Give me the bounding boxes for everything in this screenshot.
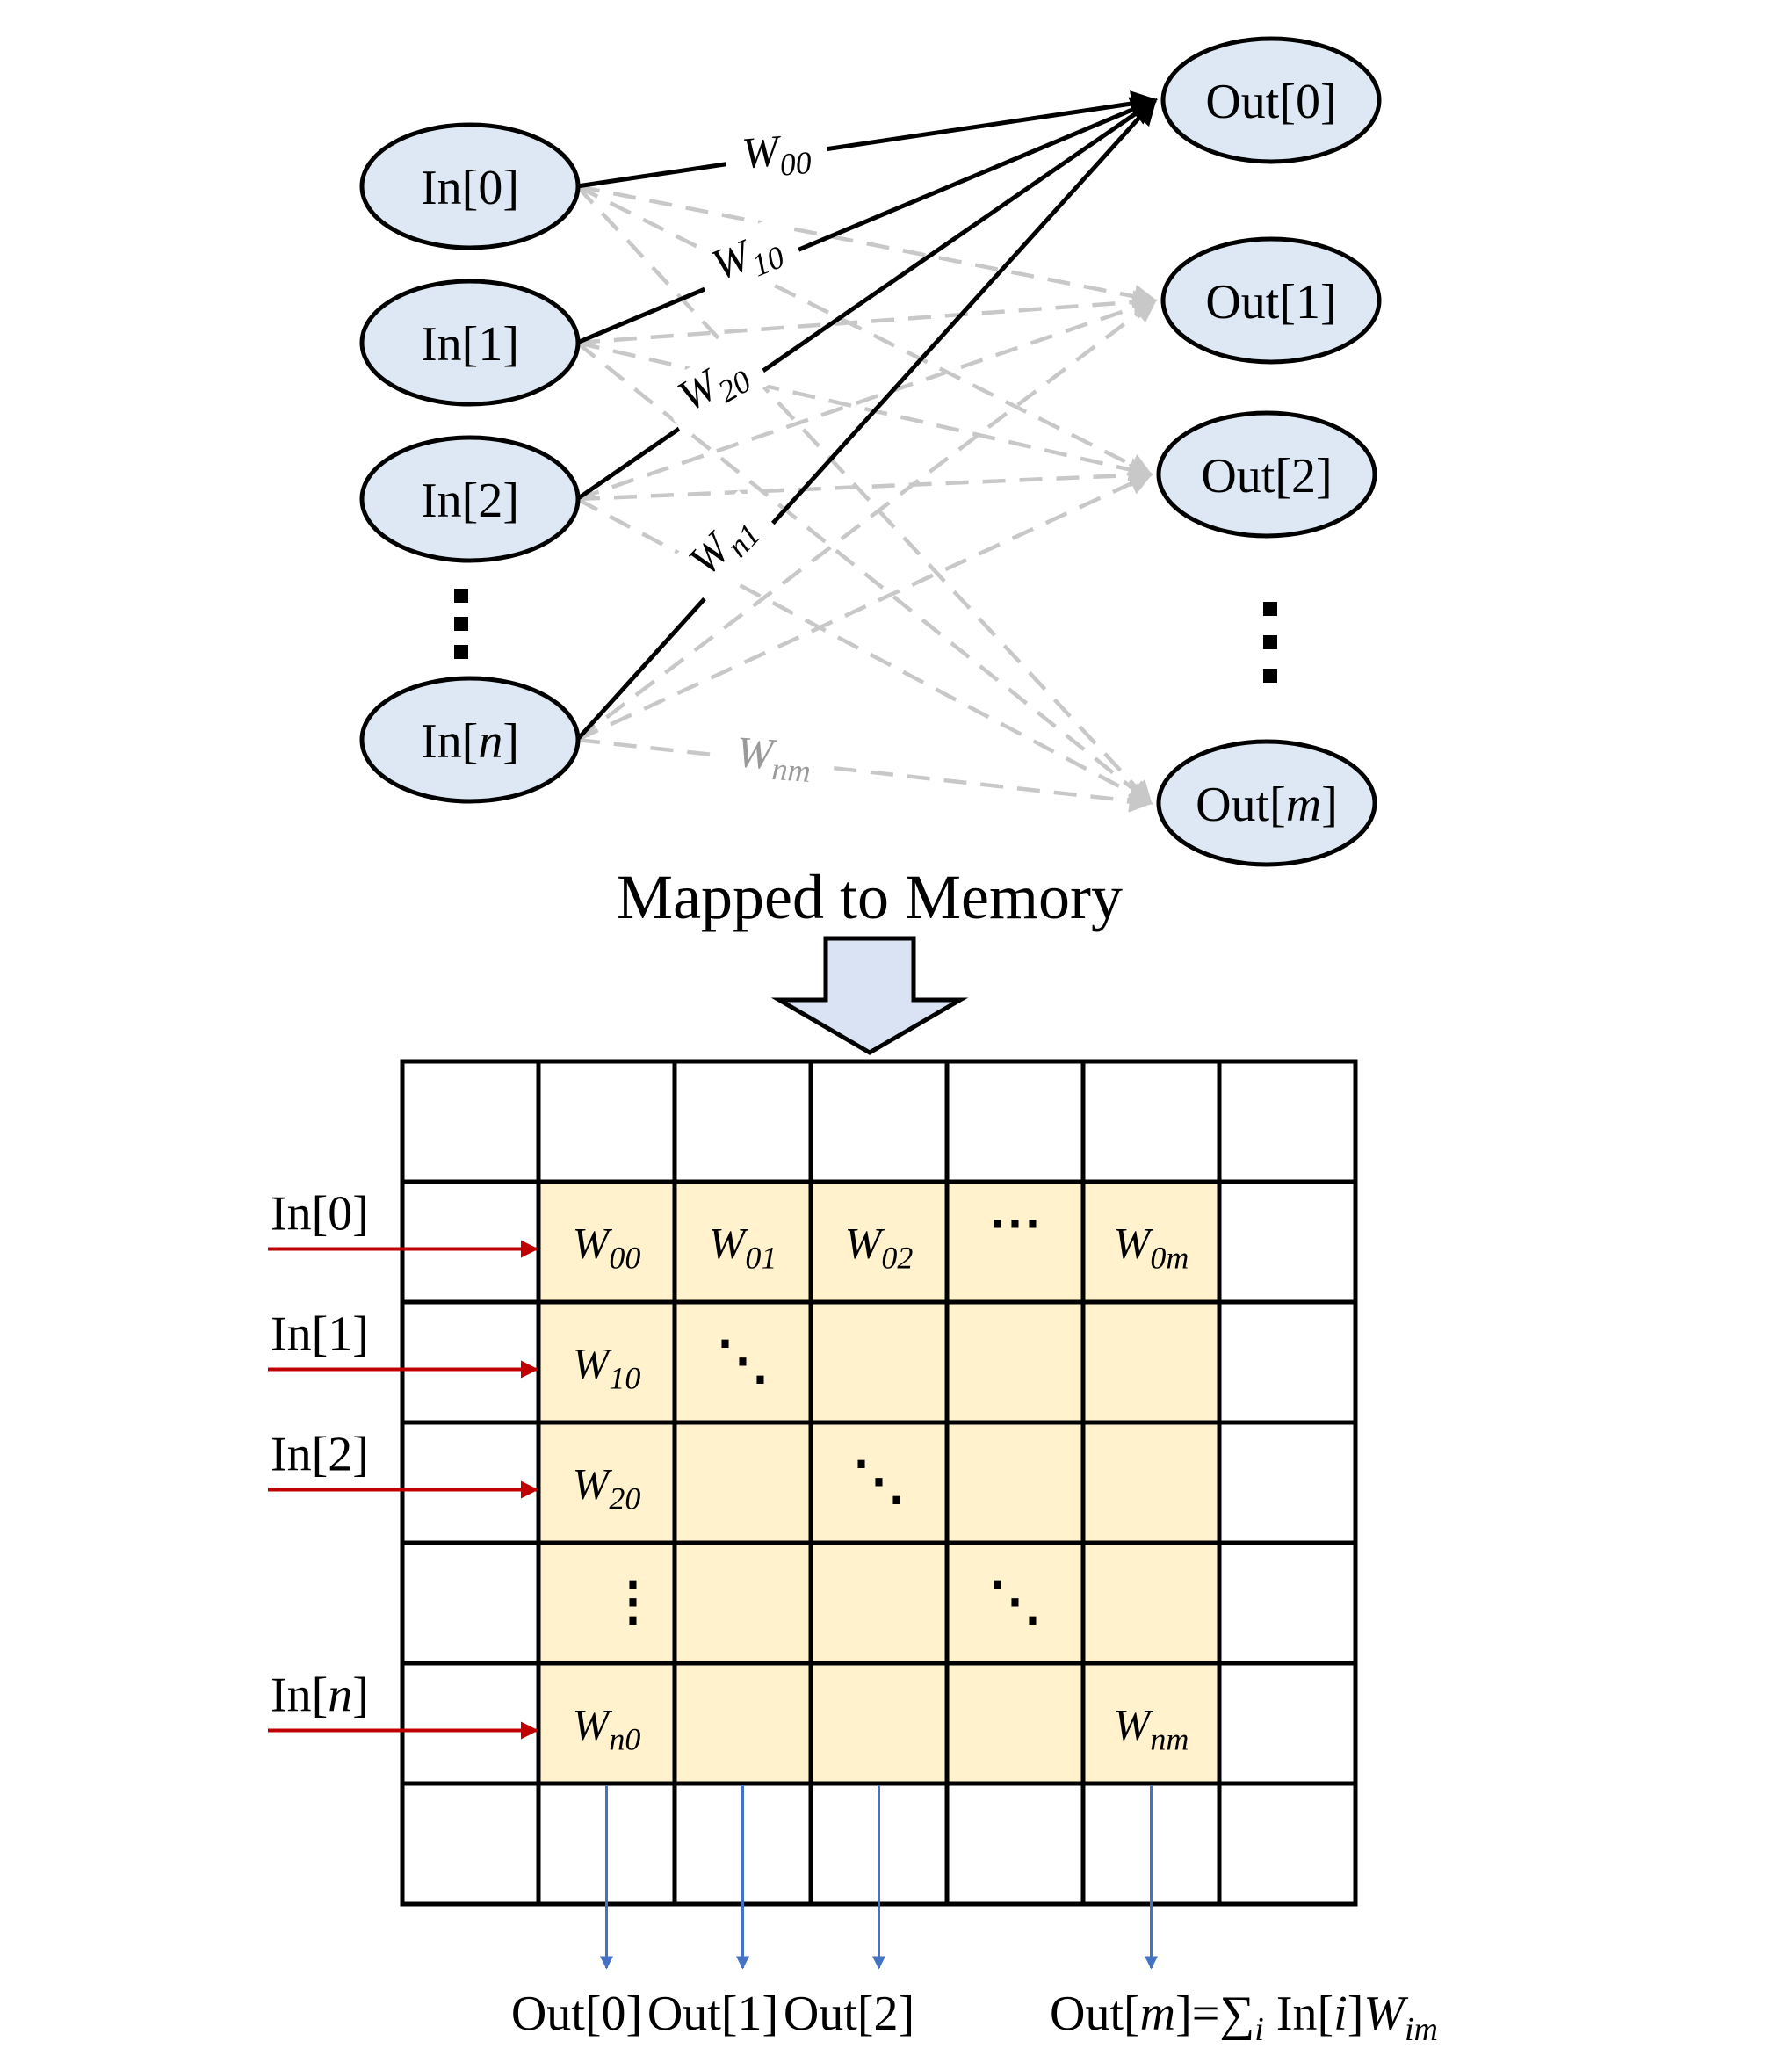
edge-solid-in2-out0	[575, 98, 1158, 502]
cell-w00: W00	[573, 1219, 641, 1276]
output-node-m: Out[m]	[1156, 739, 1377, 867]
dashed-connections	[575, 184, 1158, 813]
weight-label-10: W10	[689, 213, 805, 302]
memory-grid	[400, 1059, 1358, 1907]
output-node-label: Out[0]	[1205, 75, 1336, 129]
caption-mapped-to-memory: Mapped to Memory	[617, 862, 1123, 932]
column-output-arrows: Out[0]Out[1]Out[2] Out[m]=∑i In[i]Wim	[511, 1785, 1438, 2048]
memory-cell-r0-c6	[1217, 1059, 1358, 1184]
cell-w20: W20	[573, 1459, 641, 1516]
edge-dashed-in3-out1	[575, 299, 1158, 742]
row-input-label-n: In[n]	[271, 1668, 369, 1723]
memory-cell-r0-c5	[1080, 1059, 1222, 1184]
weight-label-n1: Wn1	[668, 489, 778, 602]
cell-w02: W02	[845, 1219, 914, 1276]
input-node-label: In[1]	[421, 317, 519, 372]
weight-label-nm: Wnm	[720, 727, 827, 789]
edge-solid-in3-out0	[575, 98, 1158, 742]
cell-ellipsis: ⋯	[989, 1194, 1042, 1252]
weight-label-00: W00	[723, 122, 830, 186]
edge-dashed-in0-out1	[576, 184, 1158, 308]
edge-dashed-in0-out2	[575, 184, 1153, 477]
input-ellipsis	[454, 589, 468, 659]
edge-dashed-in3-out2	[576, 472, 1153, 742]
edge-dashed-in2-out1	[576, 296, 1158, 502]
output-node-2: Out[2]	[1156, 410, 1377, 539]
input-node-label: In[2]	[421, 474, 519, 528]
memory-cell-r6-c0	[400, 1781, 541, 1907]
edge-dashed-in0-out3	[575, 185, 1153, 805]
cell-w01: W01	[709, 1219, 777, 1276]
memory-cell-r6-c4	[944, 1781, 1086, 1907]
memory-cell-r4-c0	[400, 1540, 541, 1666]
col-output-label-1: Out[0]	[511, 1987, 642, 2041]
edge-dashed-in3-out3	[576, 737, 1153, 813]
row-input-arrows: In[0] In[1] In[2] In[n]	[268, 1187, 538, 1740]
col-output-label-2: Out[1]	[647, 1987, 778, 2041]
edge-dashed-in2-out3	[575, 497, 1153, 805]
network-nodes: In[0] In[1] In[2] In[n] Out[0] Out[1] Out[2] Ou…	[359, 36, 1382, 867]
cell-ellipsis: ⋱	[853, 1452, 906, 1510]
memory-cell-r2-c6	[1217, 1299, 1358, 1425]
row-input-label-1: In[1]	[271, 1307, 369, 1362]
memory-cell-r6-c6	[1217, 1781, 1358, 1907]
col-output-label-3: Out[2]	[784, 1987, 914, 2041]
cell-wnm: Wnm	[1114, 1700, 1189, 1757]
solid-connections	[575, 90, 1158, 742]
edge-dashed-in1-out3	[575, 341, 1153, 805]
memory-cell-r1-c0	[400, 1179, 541, 1305]
input-node-1: In[1]	[359, 279, 581, 407]
memory-cell-r5-c0	[400, 1661, 541, 1786]
memory-cell-r3-c0	[400, 1420, 541, 1545]
svg-text:Wnm: Wnm	[734, 727, 813, 789]
memory-cell-r0-c1	[536, 1059, 677, 1184]
output-node-label: Out[1]	[1205, 275, 1336, 329]
memory-cell-r4-c6	[1217, 1540, 1358, 1666]
cell-wn0: Wn0	[573, 1700, 641, 1757]
memory-cell-r0-c0	[400, 1059, 541, 1184]
down-arrow	[770, 936, 969, 1055]
cell-ellipsis: ⋱	[989, 1573, 1042, 1631]
weight-highlight	[538, 1182, 1219, 1784]
memory-cell-r0-c2	[672, 1059, 813, 1184]
svg-text:W00: W00	[740, 123, 813, 186]
edge-dashed-in1-out1	[576, 290, 1158, 345]
output-node-1: Out[1]	[1160, 236, 1382, 365]
cell-ellipsis: ⋮	[607, 1573, 660, 1631]
row-input-label-2: In[2]	[271, 1428, 369, 1482]
row-input-label-0: In[0]	[271, 1187, 369, 1241]
memory-cell-r3-c6	[1217, 1420, 1358, 1545]
weight-region	[538, 1182, 1219, 1784]
edge-dashed-in1-out2	[576, 340, 1153, 481]
cell-ellipsis: ⋱	[717, 1332, 770, 1390]
memory-cell-r0-c4	[944, 1059, 1086, 1184]
input-node-2: In[2]	[359, 435, 581, 563]
output-formula: Out[m]=∑i In[i]Wim	[1050, 1987, 1438, 2048]
output-ellipsis	[1263, 602, 1277, 683]
memory-cell-r2-c0	[400, 1299, 541, 1425]
output-node-label: Out[2]	[1201, 449, 1332, 503]
cell-w0m: W0m	[1114, 1219, 1189, 1276]
edge-dashed-in2-out2	[576, 463, 1153, 502]
input-node-label: In[n]	[421, 714, 519, 769]
output-node-label: Out[m]	[1196, 778, 1338, 832]
memory-cell-r1-c6	[1217, 1179, 1358, 1305]
edge-solid-in0-out0	[576, 90, 1158, 189]
memory-cell-r5-c6	[1217, 1661, 1358, 1786]
input-node-label: In[0]	[421, 161, 519, 215]
memory-cell-r0-c3	[808, 1059, 950, 1184]
edge-solid-in1-out0	[576, 97, 1158, 345]
cell-w10: W10	[573, 1339, 641, 1396]
input-node-0: In[0]	[359, 122, 581, 250]
input-node-n: In[n]	[359, 676, 581, 804]
output-node-0: Out[0]	[1160, 36, 1382, 164]
